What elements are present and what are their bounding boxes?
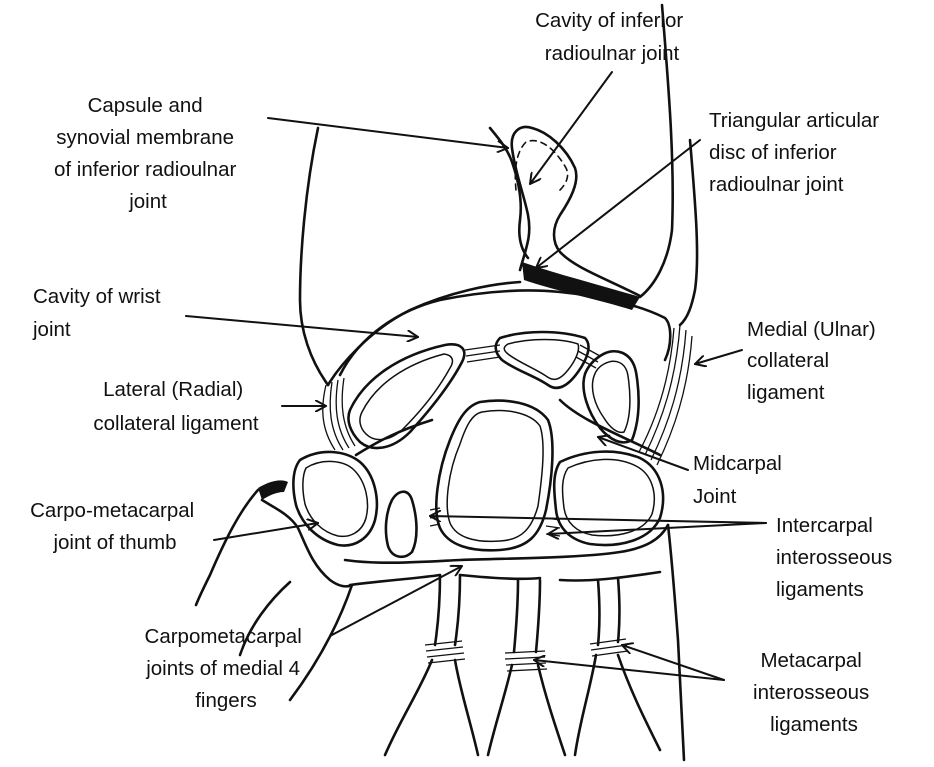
metacarpal-4: [598, 578, 620, 645]
label-carpometacarpal-thumb: Carpo-metacarpal joint of thumb: [30, 499, 200, 554]
label-medial-collateral: Medial (Ulnar) collateral ligament: [747, 318, 881, 404]
arrow-medial-collateral: [695, 350, 742, 364]
arrow-cavity-inferior-radioulnar: [530, 72, 612, 184]
thumb-cmc-pad: [258, 480, 288, 500]
metacarpal-3: [514, 580, 540, 652]
label-triangular-disc: Triangular articular disc of inferior ra…: [709, 109, 885, 196]
medial-collateral-ligament: [639, 325, 692, 465]
metacarpal-2: [435, 575, 460, 645]
callout-arrows: [186, 72, 766, 680]
label-capsule-synovial: Capsule and synovial membrane of inferio…: [54, 94, 242, 213]
hand-outline-right: [668, 525, 684, 760]
labels: Cavity of inferior radioulnar joint Caps…: [30, 9, 898, 736]
arrow-carpometacarpal-medial: [330, 566, 462, 636]
cmc-lower-contour: [350, 572, 660, 585]
label-lateral-collateral: Lateral (Radial) collateral ligament: [93, 378, 259, 435]
scaphoid: [348, 344, 464, 448]
trapezoid: [386, 492, 417, 557]
label-metacarpal-interosseous: Metacarpal interosseous ligaments: [753, 649, 875, 736]
label-carpometacarpal-medial: Carpometacarpal joints of medial 4 finge…: [145, 625, 308, 712]
label-cavity-wrist: Cavity of wrist joint: [32, 285, 166, 341]
arrow-capsule-synovial: [268, 118, 508, 148]
label-intercarpal: Intercarpal interosseous ligaments: [776, 514, 898, 601]
trapezium: [293, 452, 377, 546]
druj-synovial-dashed: [515, 141, 567, 190]
capitate: [436, 401, 552, 551]
ulna-outline: [680, 140, 697, 325]
thumb-outline-2: [196, 490, 258, 605]
radius-outline: [300, 128, 328, 385]
label-midcarpal: Midcarpal Joint: [693, 452, 788, 508]
